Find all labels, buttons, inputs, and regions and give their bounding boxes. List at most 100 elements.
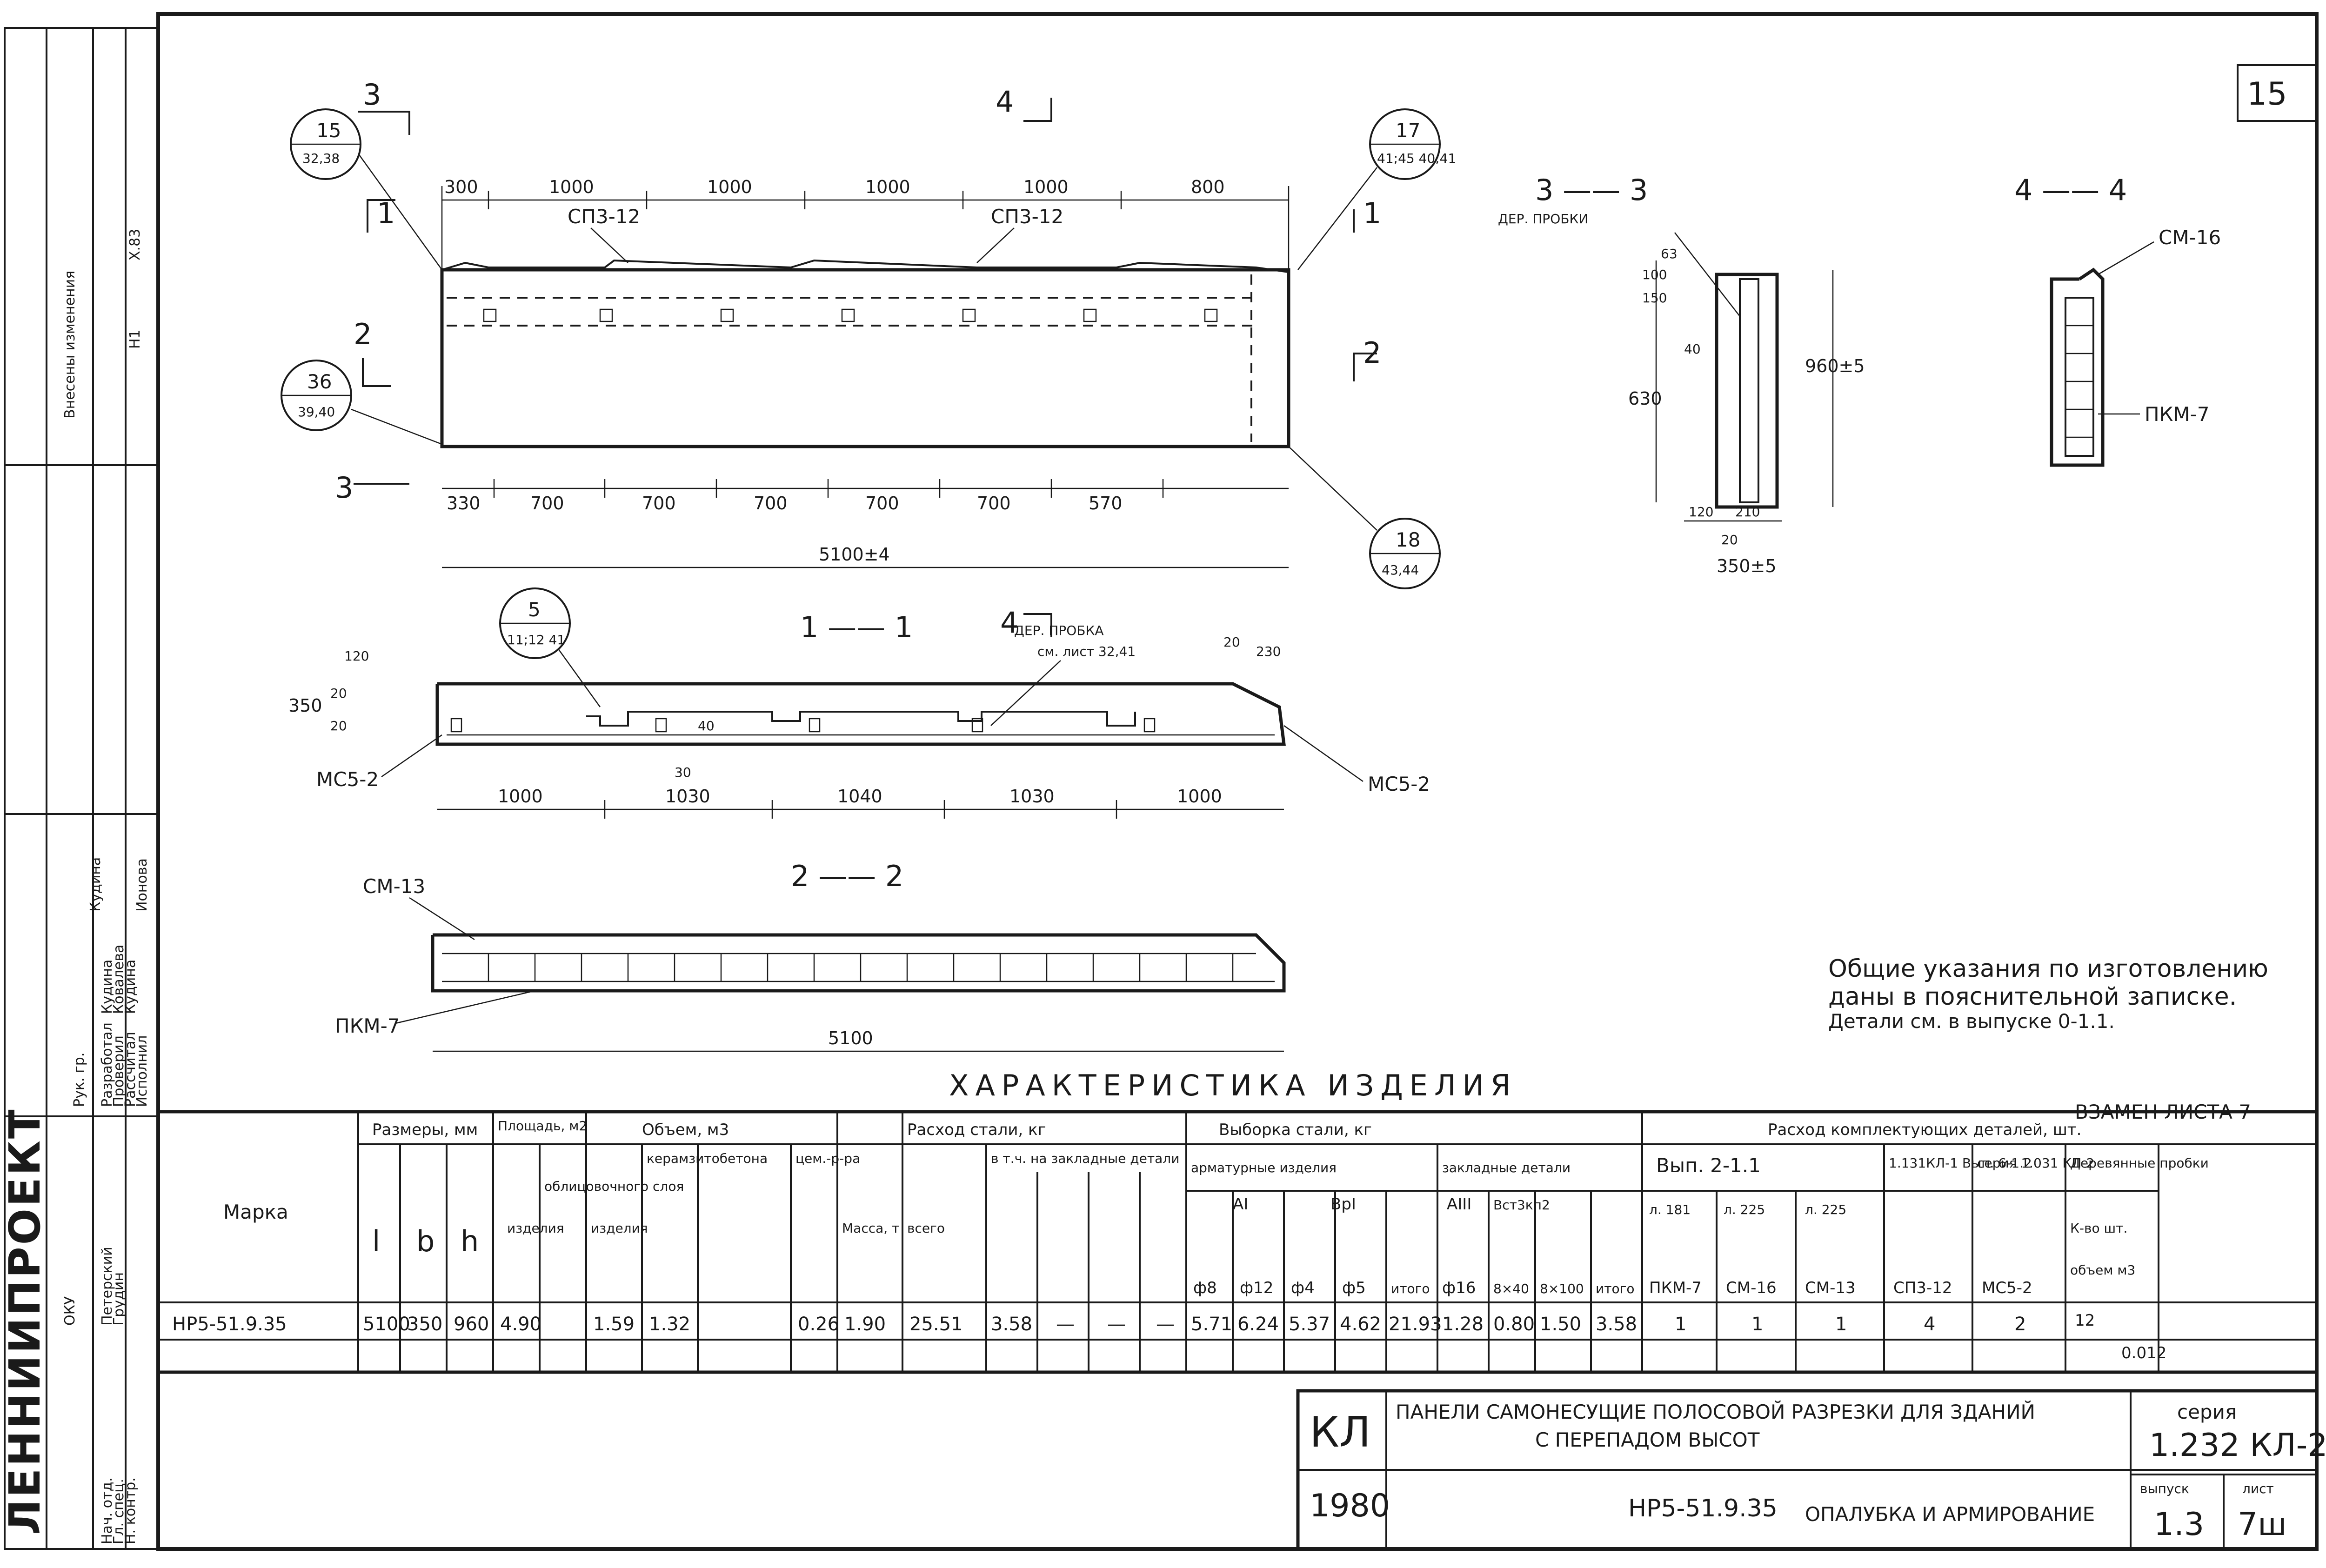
- row-part-0: 1: [1675, 1314, 1686, 1335]
- hdr-vyp-a: Вып. 2-1.1: [1656, 1154, 1761, 1177]
- hdr-wood-vol: объем м3: [2070, 1262, 2135, 1278]
- title-block: КЛ 1980 ПАНЕЛИ САМОНЕСУЩИЕ ПОЛОСОВОЙ РАЗ…: [1296, 1389, 2326, 1551]
- part-name-2: СМ-13: [1805, 1279, 1856, 1297]
- svg-text:120: 120: [344, 648, 369, 664]
- sub-col-6: 8×40: [1493, 1281, 1529, 1296]
- part-name-3: СП3-12: [1893, 1279, 1952, 1297]
- svg-text:350±5: 350±5: [1717, 556, 1777, 576]
- svg-text:5: 5: [528, 598, 541, 621]
- part-name-0: ПКМ-7: [1649, 1279, 1702, 1297]
- row-mass: 1.90: [844, 1314, 886, 1335]
- section-4-4: 4 —— 4 СМ-16 ПКМ-7: [2014, 173, 2221, 467]
- titleblock-issue-label: выпуск: [2140, 1481, 2189, 1496]
- callout-18: 18 43,44: [1288, 446, 1441, 589]
- svg-text:30: 30: [675, 765, 691, 780]
- svg-text:1000: 1000: [498, 786, 543, 807]
- hdr-vol-concrete: керамзитобетона: [647, 1151, 768, 1166]
- section-1-1-title: 1 —— 1: [800, 610, 913, 644]
- svg-text:3: 3: [363, 78, 381, 112]
- hdr-wood: Деревянные пробки: [2070, 1155, 2209, 1171]
- stamp-role-4: Рук. гр.: [71, 1053, 87, 1107]
- titleblock-mark: НР5-51.9.35: [1628, 1495, 1778, 1522]
- section-3-3: 3 —— 3 ДЕР. ПРОБКИ 63 150 100 40 630 960…: [1498, 173, 1865, 576]
- svg-text:20: 20: [1223, 634, 1240, 650]
- stamp-role-6: Гл. спец.: [111, 1479, 127, 1544]
- top-dim-5: 800: [1191, 177, 1225, 197]
- row-dash-0: —: [1056, 1314, 1075, 1335]
- callout-36: 36 39,40: [281, 360, 442, 445]
- row-dash-2: —: [1156, 1314, 1175, 1335]
- titleblock-year: 1980: [1310, 1488, 1390, 1524]
- stamp-role-5: Нач. отд.: [99, 1477, 115, 1544]
- row-steel-2: 5.37: [1289, 1314, 1330, 1335]
- row-vol-concrete: 1.32: [649, 1314, 690, 1335]
- callout-17: 17 41;45 40;41: [1297, 108, 1456, 270]
- hdr-mass: Масса, т: [842, 1221, 899, 1236]
- sub-col-7: 8×100: [1540, 1281, 1584, 1296]
- stamp-name-2: Кудина: [122, 960, 139, 1014]
- panel-top-edge: [441, 259, 1289, 273]
- row-steel-4: 21.93: [1389, 1314, 1442, 1335]
- titleblock-title2: С ПЕРЕПАДОМ ВЫСОТ: [1535, 1428, 1760, 1451]
- svg-text:43,44: 43,44: [1382, 562, 1419, 578]
- hdr-vyp-c: серия 1.031 КЛ-2: [1977, 1155, 2094, 1171]
- svg-text:1000: 1000: [1177, 786, 1222, 807]
- svg-text:63: 63: [1661, 246, 1678, 261]
- stamp-role-1: Проверил: [111, 1035, 127, 1107]
- wood-plug-label: ДЕР. ПРОБКИ: [1498, 211, 1588, 227]
- table-title: ХАРАКТЕРИСТИКА ИЗДЕЛИЯ: [949, 1068, 1517, 1102]
- sub-col-0: ф8: [1193, 1279, 1217, 1297]
- hdr-sheet-2: л. 225: [1805, 1202, 1846, 1217]
- stamp-rev: Н1: [127, 329, 143, 349]
- section-4-4-label-0: СМ-16: [2159, 226, 2221, 249]
- row-steel-total: 25.51: [909, 1314, 963, 1335]
- stamp-role-2: Рассчитал: [122, 1032, 139, 1107]
- sub-col-3: ф5: [1342, 1279, 1366, 1297]
- svg-text:4: 4: [996, 85, 1014, 119]
- hdr-mark: Марка: [223, 1201, 288, 1223]
- section-2-2-label-0: СМ-13: [363, 875, 425, 898]
- stamp-role-3: Исполнил: [134, 1035, 150, 1107]
- sub-col-5: ф16: [1442, 1279, 1476, 1297]
- svg-text:Детали см. в выпуске 0-1.1.: Детали см. в выпуске 0-1.1.: [1828, 1010, 2115, 1033]
- hdr-steel-sel: Выборка стали, кг: [1219, 1121, 1372, 1139]
- section-4-4-label-1: ПКМ-7: [2145, 403, 2210, 426]
- panel-outline: [440, 268, 1290, 448]
- general-notes: Общие указания по изготовлению даны в по…: [1828, 955, 2268, 1033]
- svg-text:Общие указания по изготовлению: Общие указания по изготовлению: [1828, 955, 2268, 983]
- row-mark: НР5-51.9.35: [172, 1314, 287, 1335]
- section-2-2-length: 5100: [828, 1028, 873, 1048]
- svg-text:1: 1: [1363, 196, 1381, 230]
- anchor-embeds: [483, 308, 1218, 322]
- svg-text:20: 20: [330, 686, 347, 701]
- svg-text:40: 40: [698, 718, 715, 734]
- row-steel-8: 3.58: [1596, 1314, 1637, 1335]
- svg-text:32,38: 32,38: [302, 151, 340, 166]
- titleblock-title1: ПАНЕЛИ САМОНЕСУЩИЕ ПОЛОСОВОЙ РАЗРЕЗКИ ДЛ…: [1396, 1400, 2035, 1423]
- titleblock-sheet-name: ОПАЛУБКА И АРМИРОВАНИЕ: [1805, 1503, 2095, 1526]
- stamp-org: ЛЕННИИПРОЕКТ: [0, 1108, 50, 1535]
- svg-text:4: 4: [1000, 606, 1018, 640]
- sub-col-2: ф4: [1291, 1279, 1315, 1297]
- svg-text:11;12 41: 11;12 41: [507, 632, 565, 647]
- hdr-sheet-1: л. 225: [1724, 1202, 1765, 1217]
- svg-text:1030: 1030: [665, 786, 710, 807]
- hdr-vyp-b: 1.131КЛ-1 Вып. 6-1.2: [1889, 1155, 2032, 1171]
- bottom-dim-0: 330: [447, 493, 481, 514]
- callout-15: 15 32,38: [290, 108, 443, 270]
- row-vol-item: 1.59: [593, 1314, 635, 1335]
- stamp-name-1: Ковалева: [111, 945, 127, 1014]
- svg-text:150: 150: [1642, 290, 1667, 306]
- callout-5: 5 11;12 41: [499, 587, 601, 707]
- row-vol-cement: 0.26: [798, 1314, 839, 1335]
- hdr-area: Площадь, м2: [498, 1118, 587, 1134]
- svg-text:350: 350: [288, 695, 322, 716]
- bottom-dim-2: 700: [642, 493, 676, 514]
- section-3-3-height: 960±5: [1805, 356, 1865, 376]
- section-1-1-label-ref: см. лист 32,41: [1037, 644, 1136, 659]
- sub-col-4: итого: [1391, 1281, 1430, 1296]
- hdr-embed: закладные детали: [1442, 1160, 1571, 1175]
- svg-text:100: 100: [1642, 267, 1667, 282]
- row-steel-7: 1.50: [1540, 1314, 1581, 1335]
- row-steel-6: 0.80: [1493, 1314, 1535, 1335]
